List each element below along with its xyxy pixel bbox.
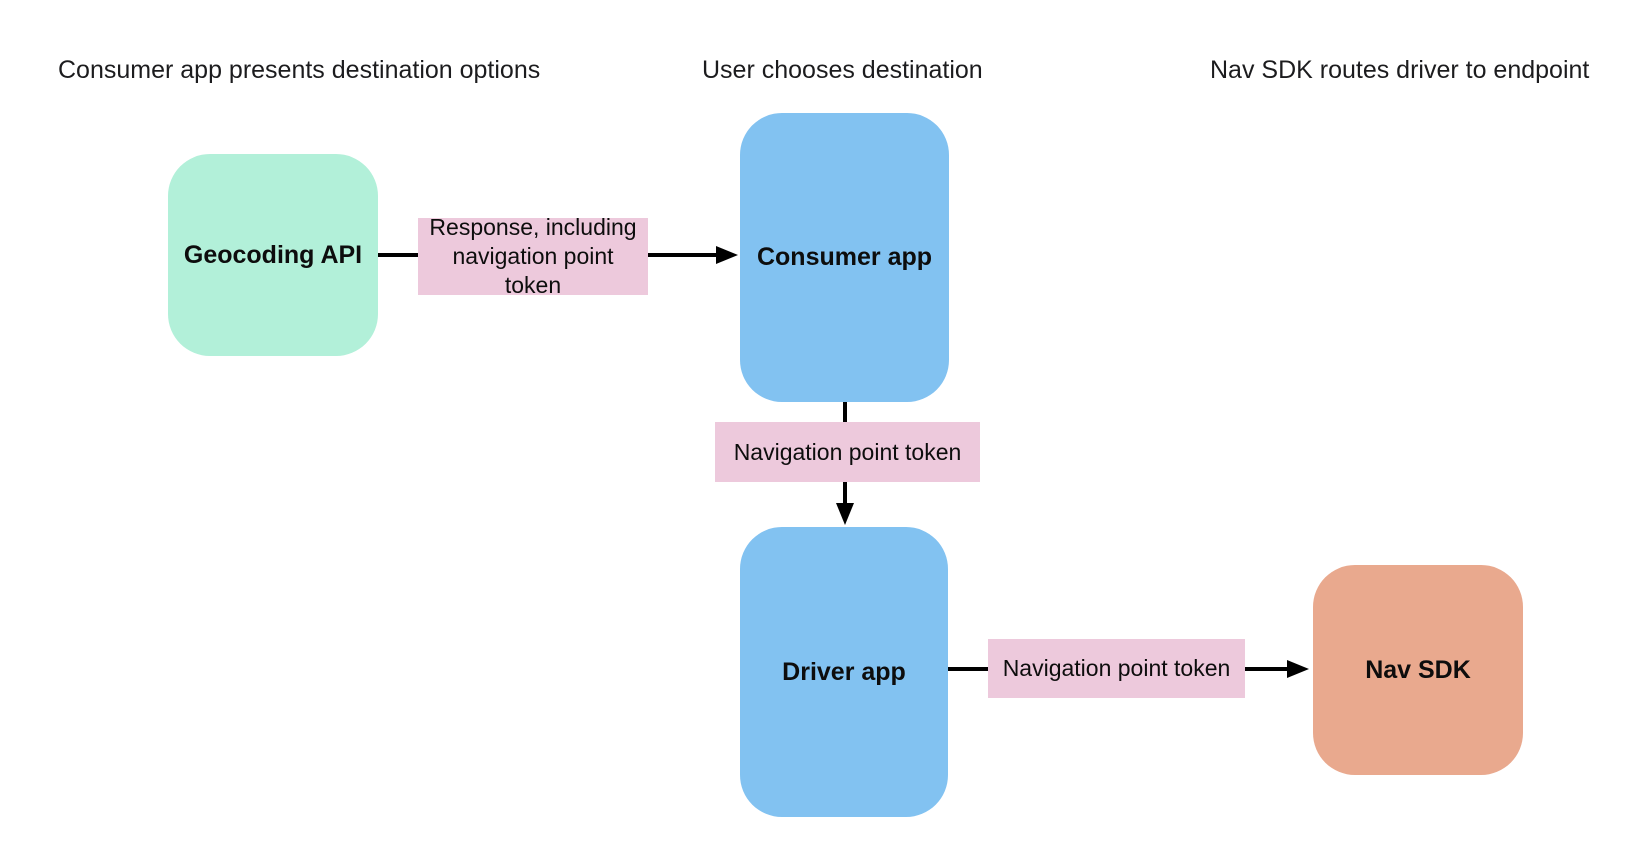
arrowhead-right-icon	[716, 246, 738, 264]
edge-label-navigation-point-token: Navigation point token	[715, 422, 980, 482]
node-driver-app: Driver app	[740, 527, 948, 817]
node-nav-sdk: Nav SDK	[1313, 565, 1523, 775]
node-driver-app-label: Driver app	[782, 657, 906, 686]
node-nav-sdk-label: Nav SDK	[1365, 655, 1471, 684]
stage-header-navsdk-routes: Nav SDK routes driver to endpoint	[1210, 56, 1590, 84]
edge-label-response-including-token: Response, including navigation point tok…	[418, 214, 648, 298]
node-consumer-app-label: Consumer app	[756, 243, 933, 271]
edge-label-navigation-point-token: Navigation point token	[988, 639, 1245, 698]
node-consumer-app: Consumer app	[740, 113, 949, 402]
arrowhead-right-icon	[1287, 660, 1309, 678]
arrowhead-down-icon	[836, 503, 854, 525]
stage-header-user-chooses: User chooses destination	[702, 56, 983, 84]
node-geocoding-api: Geocoding API	[168, 154, 378, 356]
stage-header-consumer-presents: Consumer app presents destination option…	[58, 56, 541, 84]
node-geocoding-api-label: Geocoding API	[183, 240, 363, 269]
